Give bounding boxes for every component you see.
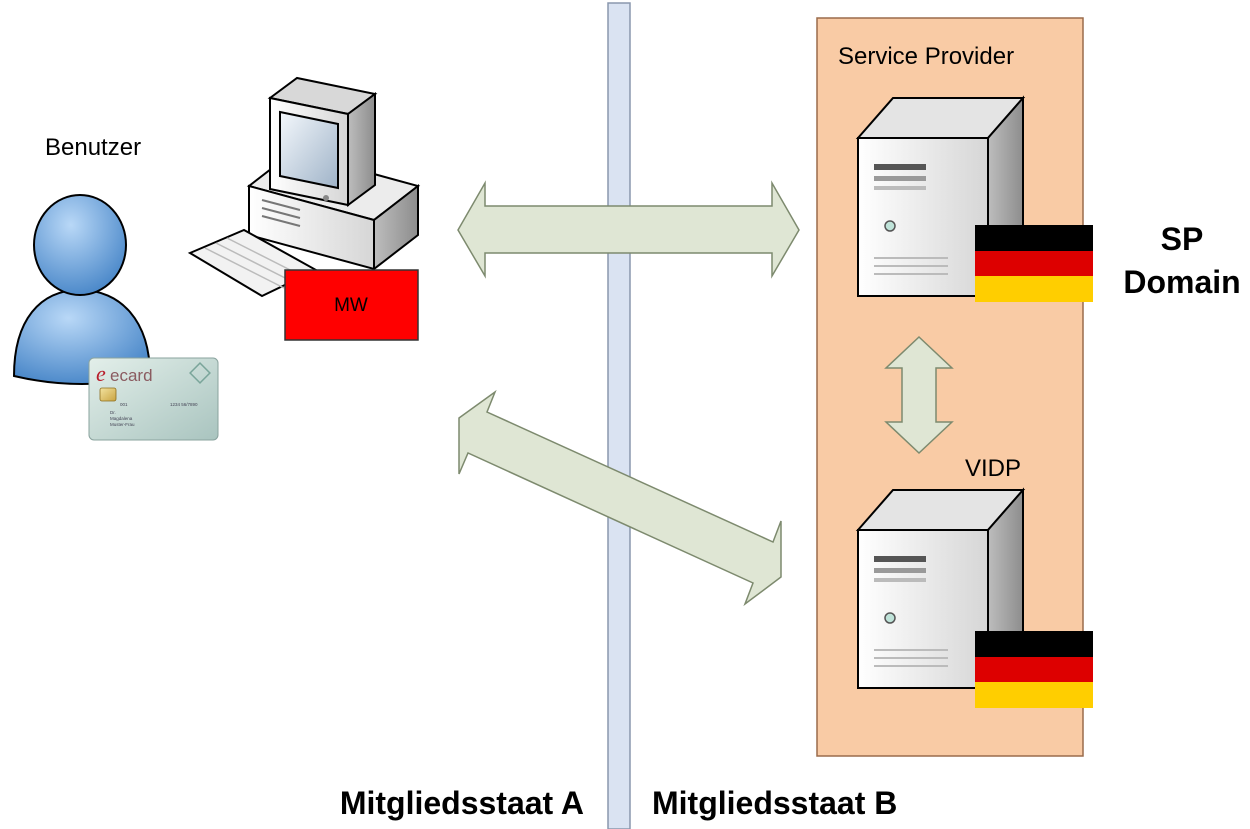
german-flag-icon: [975, 225, 1093, 302]
svg-text:e: e: [96, 361, 106, 386]
user-icon: [12, 194, 152, 385]
double-arrow-icon: [884, 335, 954, 455]
svg-text:Magdalena: Magdalena: [110, 416, 133, 421]
german-flag-icon: [975, 631, 1093, 708]
svg-text:Dr.: Dr.: [110, 410, 116, 415]
member-state-divider: [607, 2, 631, 829]
smart-card-icon: e ecard 001 1234 56/7890 Dr. Magdalena M…: [88, 357, 219, 441]
double-arrow-icon: [457, 180, 800, 279]
svg-text:ecard: ecard: [110, 366, 153, 385]
svg-text:001: 001: [120, 402, 128, 407]
svg-text:Muster-Frau: Muster-Frau: [110, 422, 135, 427]
middleware-box: [284, 269, 419, 341]
vidp-label: VIDP: [965, 455, 1021, 482]
service-provider-label: Service Provider: [838, 43, 1014, 70]
sp-domain-label-line1: SP: [1161, 221, 1204, 257]
member-state-b-label: Mitgliedsstaat B: [652, 785, 897, 821]
member-state-a-label: Mitgliedsstaat A: [340, 785, 584, 821]
middleware-label: MW: [334, 295, 368, 316]
double-arrow-icon: [458, 389, 782, 607]
svg-text:1234 56/7890: 1234 56/7890: [170, 402, 198, 407]
desktop-computer-icon: [187, 76, 421, 298]
user-label: Benutzer: [45, 134, 141, 161]
sp-domain-label-line2: Domain: [1123, 264, 1240, 300]
